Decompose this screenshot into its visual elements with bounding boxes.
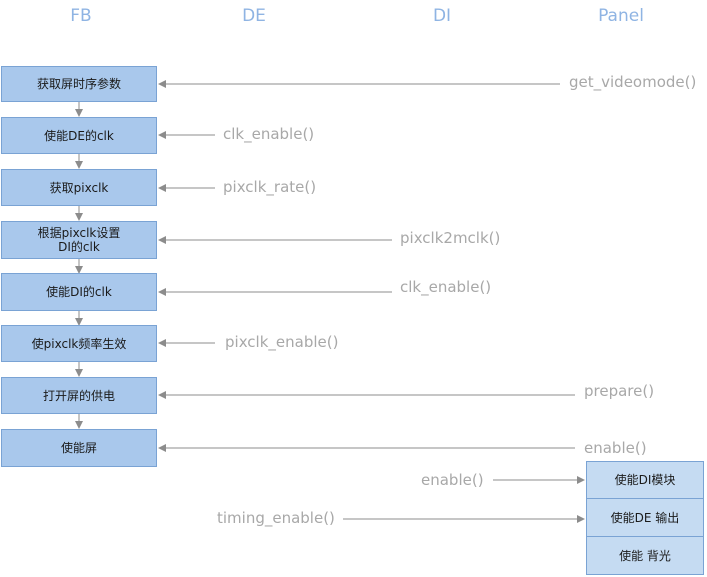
fb-step-get-timing: 获取屏时序参数 <box>1 66 157 102</box>
panel-step-label: 使能 背光 <box>619 548 671 563</box>
call-panel-enable: enable() <box>584 439 647 457</box>
fb-step-label: 使能DI的clk <box>46 285 112 299</box>
call-di-clk-enable: clk_enable() <box>400 278 492 296</box>
fb-step-enable-di-clk: 使能DI的clk <box>1 273 157 311</box>
panel-enable-de-output: 使能DE 输出 <box>586 499 704 537</box>
fb-step-label: 使能屏 <box>60 441 97 455</box>
fb-step-label: 根据pixclk设置 DI的clk <box>37 226 121 254</box>
call-pixclk-enable: pixclk_enable() <box>225 333 339 351</box>
panel-step-label: 使能DI模块 <box>614 473 676 487</box>
fb-step-enable-de-clk: 使能DE的clk <box>1 117 157 154</box>
call-di-enable: enable() <box>421 471 484 489</box>
fb-step-power-on: 打开屏的供电 <box>1 377 157 414</box>
panel-step-label: 使能DE 输出 <box>610 510 680 525</box>
fb-step-label: 获取pixclk <box>49 180 109 195</box>
call-de-clk-enable: clk_enable() <box>223 125 315 143</box>
panel-enable-backlight: 使能 背光 <box>586 537 704 575</box>
fb-step-set-di-clk: 根据pixclk设置 DI的clk <box>1 221 157 259</box>
header-panel: Panel <box>598 6 644 26</box>
header-fb: FB <box>70 6 92 26</box>
call-pixclk-rate: pixclk_rate() <box>223 178 317 196</box>
fb-step-apply-pixclk: 使pixclk频率生效 <box>1 325 157 362</box>
fb-step-label: 打开屏的供电 <box>42 388 115 403</box>
fb-step-label: 使pixclk频率生效 <box>31 336 127 351</box>
fb-step-get-pixclk: 获取pixclk <box>1 169 157 206</box>
call-prepare: prepare() <box>584 382 655 400</box>
call-pixclk2mclk: pixclk2mclk() <box>400 229 501 247</box>
panel-enable-di-module: 使能DI模块 <box>586 461 704 499</box>
fb-step-enable-panel: 使能屏 <box>1 429 157 467</box>
header-di: DI <box>432 6 452 26</box>
call-get-videomode: get_videomode() <box>569 73 697 91</box>
fb-step-label: 使能DE的clk <box>44 128 114 143</box>
call-timing-enable: timing_enable() <box>217 509 335 527</box>
header-de: DE <box>242 6 266 26</box>
fb-step-label: 获取屏时序参数 <box>36 77 121 91</box>
